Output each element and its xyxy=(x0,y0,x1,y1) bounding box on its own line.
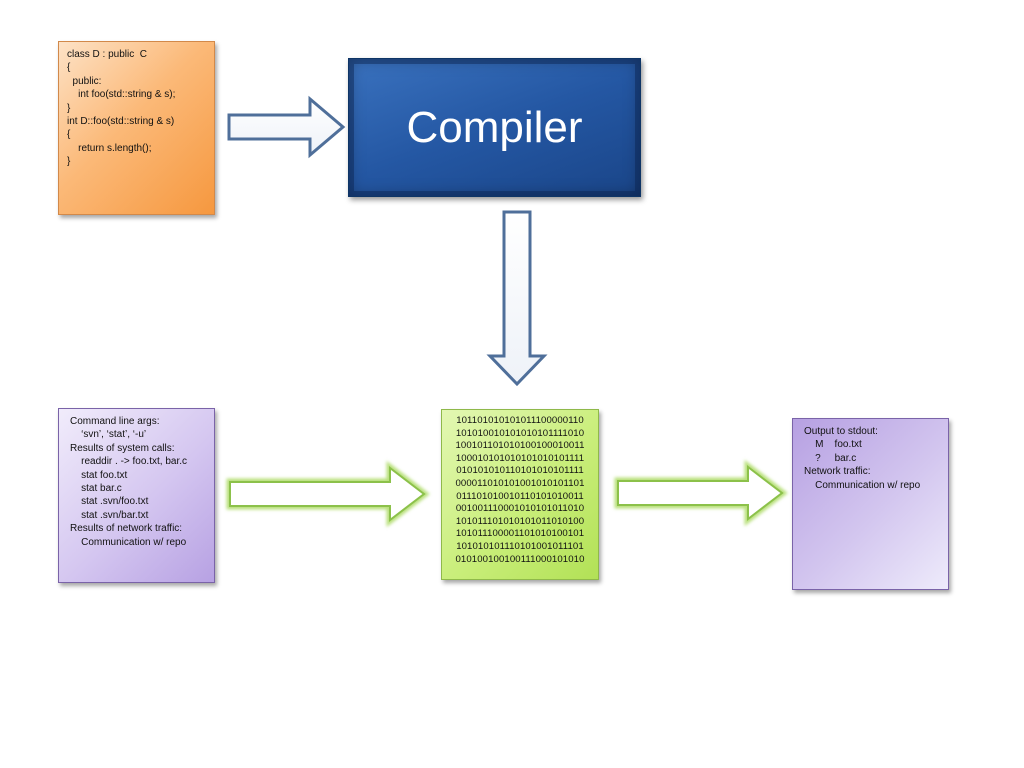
output-line: Communication w/ repo xyxy=(804,479,921,491)
input-line: Communication w/ repo xyxy=(70,536,187,548)
binary-line: 101010010101010101111010 xyxy=(455,427,585,439)
binary-to-outputs-arrow xyxy=(614,459,788,527)
output-line: Output to stdout: xyxy=(804,426,878,437)
binary-line: 010101010110101010101111 xyxy=(456,465,584,477)
code-line: class D : public C xyxy=(67,49,148,60)
code-line: public: xyxy=(67,75,102,87)
binary-line: 001001110001010101011010 xyxy=(455,503,585,515)
binary-line: 011101010010110101010011 xyxy=(456,490,584,502)
code-line: { xyxy=(67,129,71,141)
program-inputs-box: Command line args: ‘svn’, ‘stat’, ‘-u’ R… xyxy=(58,408,215,583)
code-line: { xyxy=(67,62,71,74)
output-line: ? bar.c xyxy=(804,452,857,464)
input-line: Results of network traffic: xyxy=(70,523,183,535)
source-to-compiler-arrow xyxy=(227,95,346,159)
output-line: M foo.txt xyxy=(804,439,862,451)
code-line: return s.length(); xyxy=(67,142,152,154)
input-line: stat .svn/foo.txt xyxy=(70,496,149,508)
code-line: } xyxy=(67,156,71,168)
code-line: int D::foo(std::string & s) xyxy=(67,116,175,128)
binary-line: 000011010101001010101101 xyxy=(455,477,585,489)
input-line: stat foo.txt xyxy=(70,469,128,481)
input-line: Results of system calls: xyxy=(70,442,175,454)
input-line: readdir . -> foo.txt, bar.c xyxy=(70,456,187,468)
binary-line: 101011100001101010100101 xyxy=(455,528,585,540)
compiler-label: Compiler xyxy=(406,102,583,152)
input-line: ‘svn’, ‘stat’, ‘-u’ xyxy=(70,429,147,441)
binary-line: 010100100100111000101010 xyxy=(455,553,585,565)
code-line: } xyxy=(67,102,71,114)
binary-line: 100101101010100100010011 xyxy=(455,440,585,452)
code-line: int foo(std::string & s); xyxy=(67,89,176,101)
output-line: Network traffic: xyxy=(804,466,871,478)
compiler-to-binary-arrow xyxy=(486,210,548,387)
program-outputs-box: Output to stdout: M foo.txt ? bar.c Netw… xyxy=(792,418,949,590)
binary-line: 101011101010101011010100 xyxy=(455,515,585,527)
inputs-to-binary-arrow xyxy=(226,460,430,528)
input-line: stat .svn/bar.txt xyxy=(70,509,149,521)
binary-line: 101010101110101001011101 xyxy=(456,540,584,552)
compiler-box: Compiler xyxy=(348,58,641,197)
source-code-box: class D : public C { public: int foo(std… xyxy=(58,41,215,215)
binary-output-box: 101101010101011100000110 101010010101010… xyxy=(441,409,599,580)
input-line: Command line args: xyxy=(70,416,160,427)
input-line: stat bar.c xyxy=(70,483,122,495)
binary-line: 100010101010101010101111 xyxy=(455,452,585,464)
binary-line: 101101010101011100000110 xyxy=(456,415,584,426)
